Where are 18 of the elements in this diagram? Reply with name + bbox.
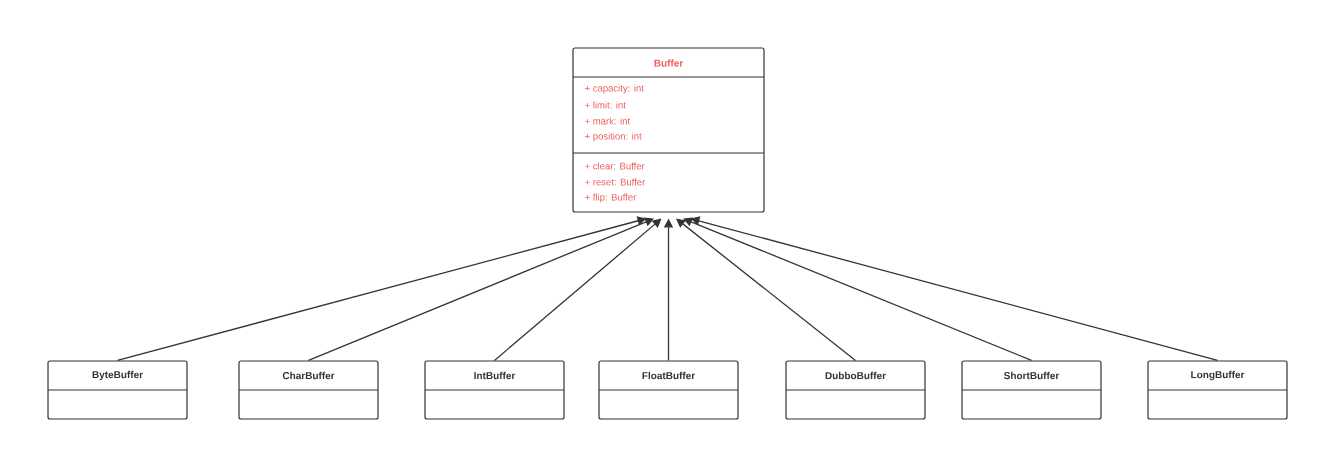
- class-box: IntBuffer: [424, 360, 565, 420]
- class-box: ShortBuffer: [961, 360, 1102, 420]
- member-text: + limit: int: [585, 101, 626, 109]
- class-box: Buffer + capacity: int + limit: int + mark: int + position: int + clear: Buffer + reset: Buffer + flip: Buffer: [572, 47, 765, 213]
- class-box: FloatBuffer: [598, 360, 739, 420]
- class-box: DubboBuffer: [785, 360, 926, 420]
- member-text: + flip: Buffer: [585, 193, 637, 203]
- member-text: + reset: Buffer: [585, 178, 646, 186]
- inheritance-arrow: [493, 218, 662, 362]
- class-box: LongBuffer: [1147, 360, 1288, 420]
- class-box: CharBuffer: [238, 360, 379, 420]
- member-text: + position: int: [585, 132, 642, 142]
- member-text: + clear: Buffer: [585, 162, 645, 170]
- member-text: + capacity: int: [585, 84, 644, 94]
- member-text: + mark: int: [585, 117, 631, 125]
- inheritance-arrow: [676, 218, 857, 362]
- inheritance-arrow: [683, 217, 1033, 362]
- class-box: ByteBuffer: [47, 360, 188, 420]
